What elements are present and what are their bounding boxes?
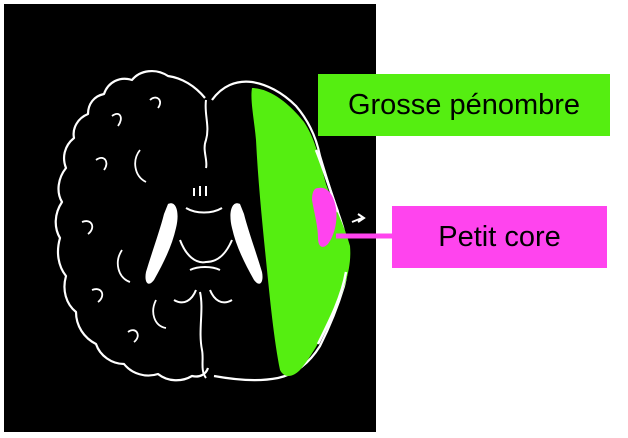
- core-label-box: Petit core: [392, 206, 607, 268]
- penumbra-label: Grosse pénombre: [348, 89, 580, 122]
- core-label: Petit core: [438, 221, 561, 254]
- penumbra-label-box: Grosse pénombre: [318, 74, 610, 136]
